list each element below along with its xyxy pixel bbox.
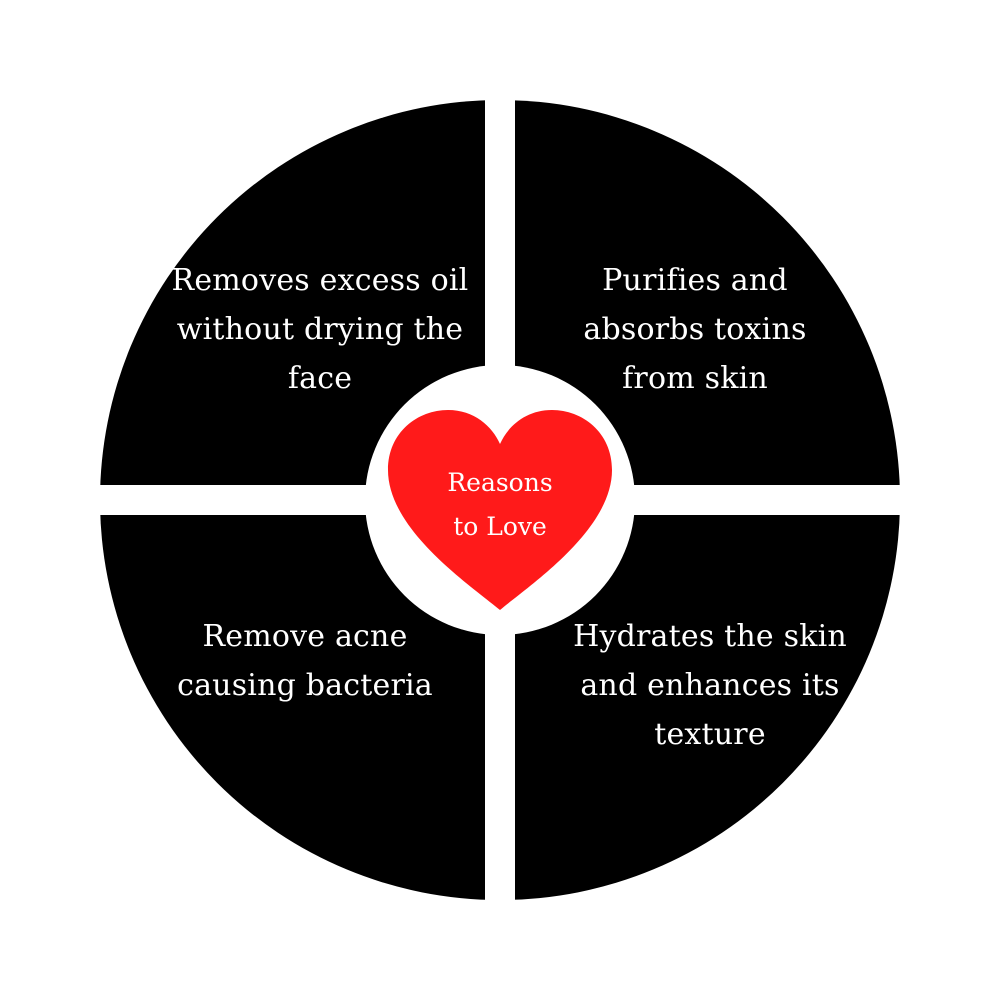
quadrant-bottom-right-text: Hydrates the skin and enhances its textu… [573, 619, 847, 752]
quadrant-top-right-text: Purifies and absorbs toxins from skin [583, 263, 807, 396]
heart-icon [388, 410, 612, 610]
center-label: Reasons to Love [447, 468, 553, 541]
quadrant-top-left-text: Removes excess oil without drying the fa… [171, 263, 469, 396]
quadrant-bottom-left-text: Remove acne causing bacteria [177, 619, 433, 703]
